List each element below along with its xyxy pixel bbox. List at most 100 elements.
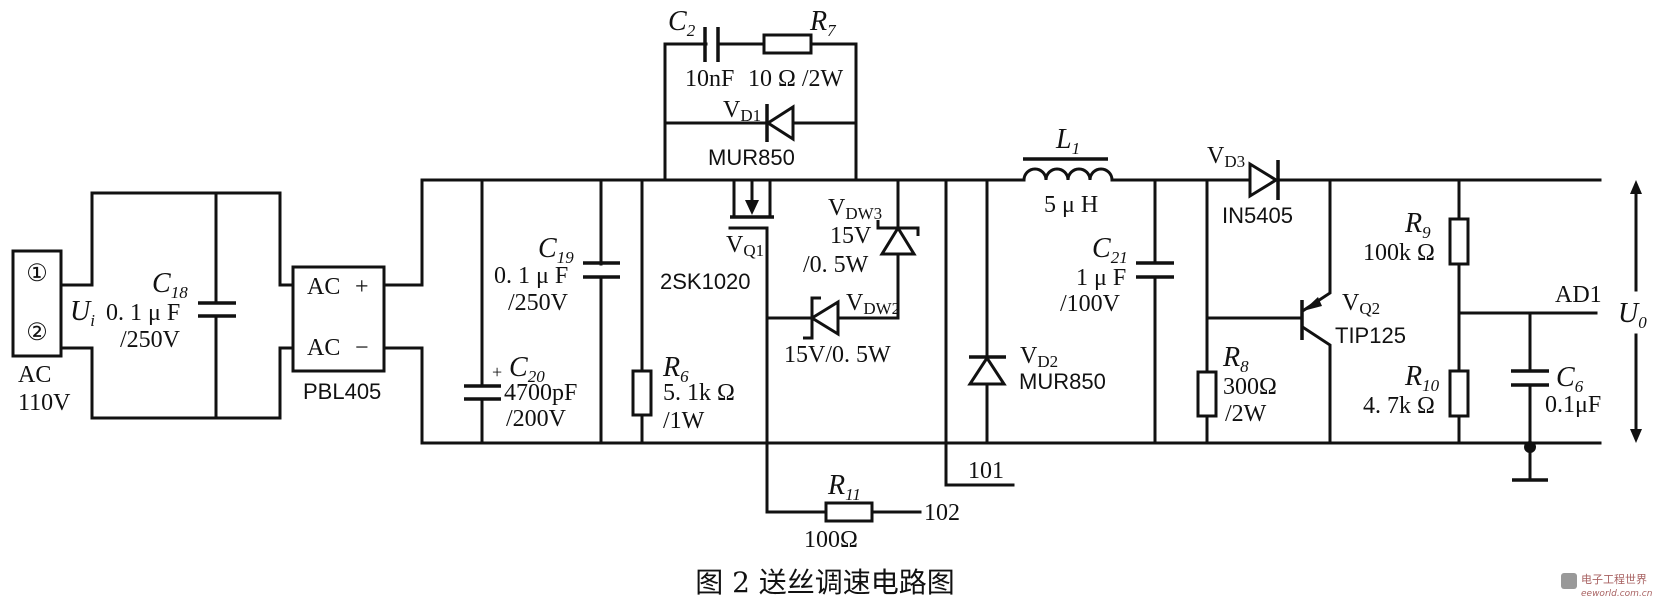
r6-label: R6 <box>662 352 689 386</box>
rectifier-plus-label: + <box>355 274 369 300</box>
vq1-arrow-icon <box>745 200 759 215</box>
vd3-diode-triangle <box>1248 161 1279 199</box>
c18-rating: /250V <box>120 327 181 353</box>
vdw3-zener-triangle <box>879 225 917 256</box>
terminal-1-label: ① <box>26 261 48 287</box>
bridge-rectifier-pbl405 <box>291 265 386 373</box>
l1-label: L1 <box>1055 124 1080 158</box>
vd2-label: VD2 <box>1020 343 1058 371</box>
watermark-logo-icon <box>1561 573 1577 589</box>
r9-value: 100k Ω <box>1363 240 1435 266</box>
r7-value: 10 Ω /2W <box>748 66 844 92</box>
vq2-collector-lead <box>1301 325 1332 445</box>
vq2-emitter-lead <box>1301 178 1332 313</box>
c18-value: 0. 1 μ F <box>106 300 180 326</box>
output-arrow-up-icon <box>1630 180 1642 194</box>
r11-label: R11 <box>827 470 861 504</box>
vq2-label: VQ2 <box>1342 290 1380 318</box>
r7-resistor <box>762 33 813 55</box>
terminal-2-label: ② <box>26 320 48 346</box>
rail-positive-left <box>382 178 942 287</box>
r11-node-102: 102 <box>924 500 960 526</box>
vd2-part-number: MUR850 <box>1019 369 1106 394</box>
rectifier-ac-bottom-label: AC <box>307 335 340 361</box>
c21-label: C21 <box>1092 233 1128 267</box>
vq1-gate-lead <box>728 226 769 445</box>
r8-resistor <box>1196 370 1218 418</box>
rail-ground <box>382 346 1547 445</box>
r10-resistor <box>1448 369 1470 418</box>
r6-rating: /1W <box>663 408 705 434</box>
rectifier-ac-top-label: AC <box>307 274 340 300</box>
r11-resistor <box>824 501 874 523</box>
ac-source-voltage: 110V <box>18 390 71 416</box>
r8-label: R8 <box>1222 342 1249 376</box>
input-voltage-symbol: Ui <box>70 296 95 330</box>
vd1-diode-triangle <box>765 104 795 142</box>
l1-inductor-coil <box>1022 167 1114 181</box>
c19-label: C19 <box>538 233 574 267</box>
wire-ac-top <box>59 191 297 287</box>
c19-rating: /250V <box>508 290 569 316</box>
vdw2-zener-triangle <box>809 299 840 337</box>
c20-label: C20 <box>509 352 545 386</box>
ad1-label: AD1 <box>1555 282 1602 308</box>
snubber-wire-right <box>809 42 858 182</box>
rectifier-minus-label: − <box>355 335 369 361</box>
vdw2-label: VDW2 <box>846 290 900 318</box>
watermark-title: 电子工程世界 <box>1581 573 1647 586</box>
vd1-label: VD1 <box>723 97 761 125</box>
r9-resistor <box>1448 217 1470 266</box>
c2-label: C2 <box>668 6 696 40</box>
c19-value: 0. 1 μ F <box>494 263 568 289</box>
output-arrow-down-icon <box>1630 429 1642 443</box>
vq1-part-number: 2SK1020 <box>660 269 751 294</box>
vdw2-zener-bar <box>803 296 821 340</box>
vq2-part-number: TIP125 <box>1335 323 1406 348</box>
r10-value: 4. 7k Ω <box>1363 393 1435 419</box>
node-101-label: 101 <box>968 458 1004 484</box>
output-voltage-symbol: U0 <box>1618 298 1647 332</box>
r11-wire-left <box>765 441 828 514</box>
vd3-label: VD3 <box>1207 143 1245 171</box>
vdw3-rating: /0. 5W <box>803 252 869 278</box>
wire-ac-bottom <box>59 346 297 420</box>
c20-polarity-plus: + <box>492 362 502 382</box>
c2-value: 10nF <box>685 66 734 92</box>
r8-rating: /2W <box>1225 401 1267 427</box>
r6-value: 5. 1k Ω <box>663 380 735 406</box>
vd2-diode-triangle <box>967 355 1007 386</box>
r9-label: R9 <box>1404 208 1431 242</box>
r11-value: 100Ω <box>804 527 858 553</box>
eeworld-watermark: 电子工程世界 eeworld.com.cn <box>1561 573 1653 599</box>
vq2-emitter-arrow-icon <box>1303 297 1322 311</box>
c6-label: C6 <box>1556 362 1584 396</box>
figure-caption: 图 2 送丝调速电路图 <box>695 566 955 599</box>
r6-resistor <box>631 369 653 417</box>
node-101-wire <box>944 178 1015 487</box>
c20-value: 4700pF <box>504 380 577 406</box>
vd3-part-number: IN5405 <box>1222 203 1293 228</box>
c6-value: 0.1μF <box>1545 392 1601 418</box>
c18-label: C18 <box>152 268 188 302</box>
r10-label: R10 <box>1404 361 1440 395</box>
snubber-wire-left <box>663 42 708 182</box>
rectifier-part-number: PBL405 <box>303 379 381 404</box>
r7-label: R7 <box>809 6 837 40</box>
watermark-url: eeworld.com.cn <box>1581 589 1653 599</box>
ac-input-terminal-block <box>11 249 63 358</box>
vd1-part-number: MUR850 <box>708 145 795 170</box>
c21-value: 1 μ F <box>1076 265 1126 291</box>
vdw2-rating: 15V/0. 5W <box>784 342 891 368</box>
ground-junction-dot <box>1524 441 1536 453</box>
r8-value: 300Ω <box>1223 374 1277 400</box>
c21-rating: /100V <box>1060 291 1121 317</box>
vdw3-value: 15V <box>830 223 872 249</box>
l1-value: 5 μ H <box>1044 192 1098 218</box>
vdw3-label: VDW3 <box>828 195 882 223</box>
ac-source-label: AC <box>18 362 51 388</box>
vdw3-zener-bar <box>876 220 920 236</box>
vq1-label: VQ1 <box>726 232 764 260</box>
c20-rating: /200V <box>506 406 567 432</box>
